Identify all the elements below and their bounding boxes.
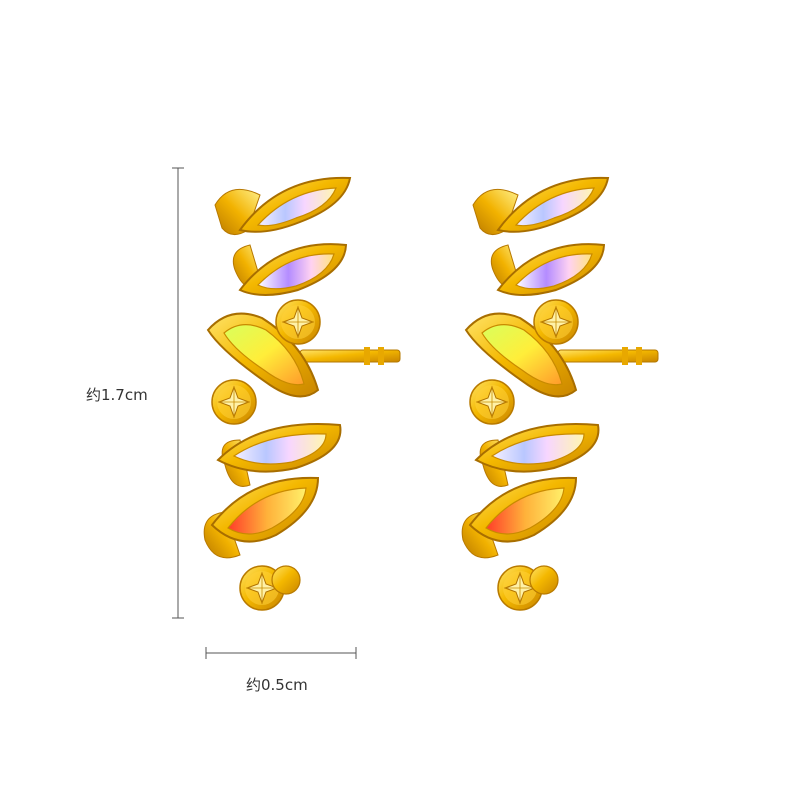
height-dimension-line xyxy=(172,167,184,619)
width-dimension-line xyxy=(205,647,357,659)
right-earring xyxy=(462,178,658,610)
height-dimension-label: 约1.7cm xyxy=(86,386,148,404)
left-earring xyxy=(204,178,400,610)
width-dimension-label: 约0.5cm xyxy=(246,676,308,694)
